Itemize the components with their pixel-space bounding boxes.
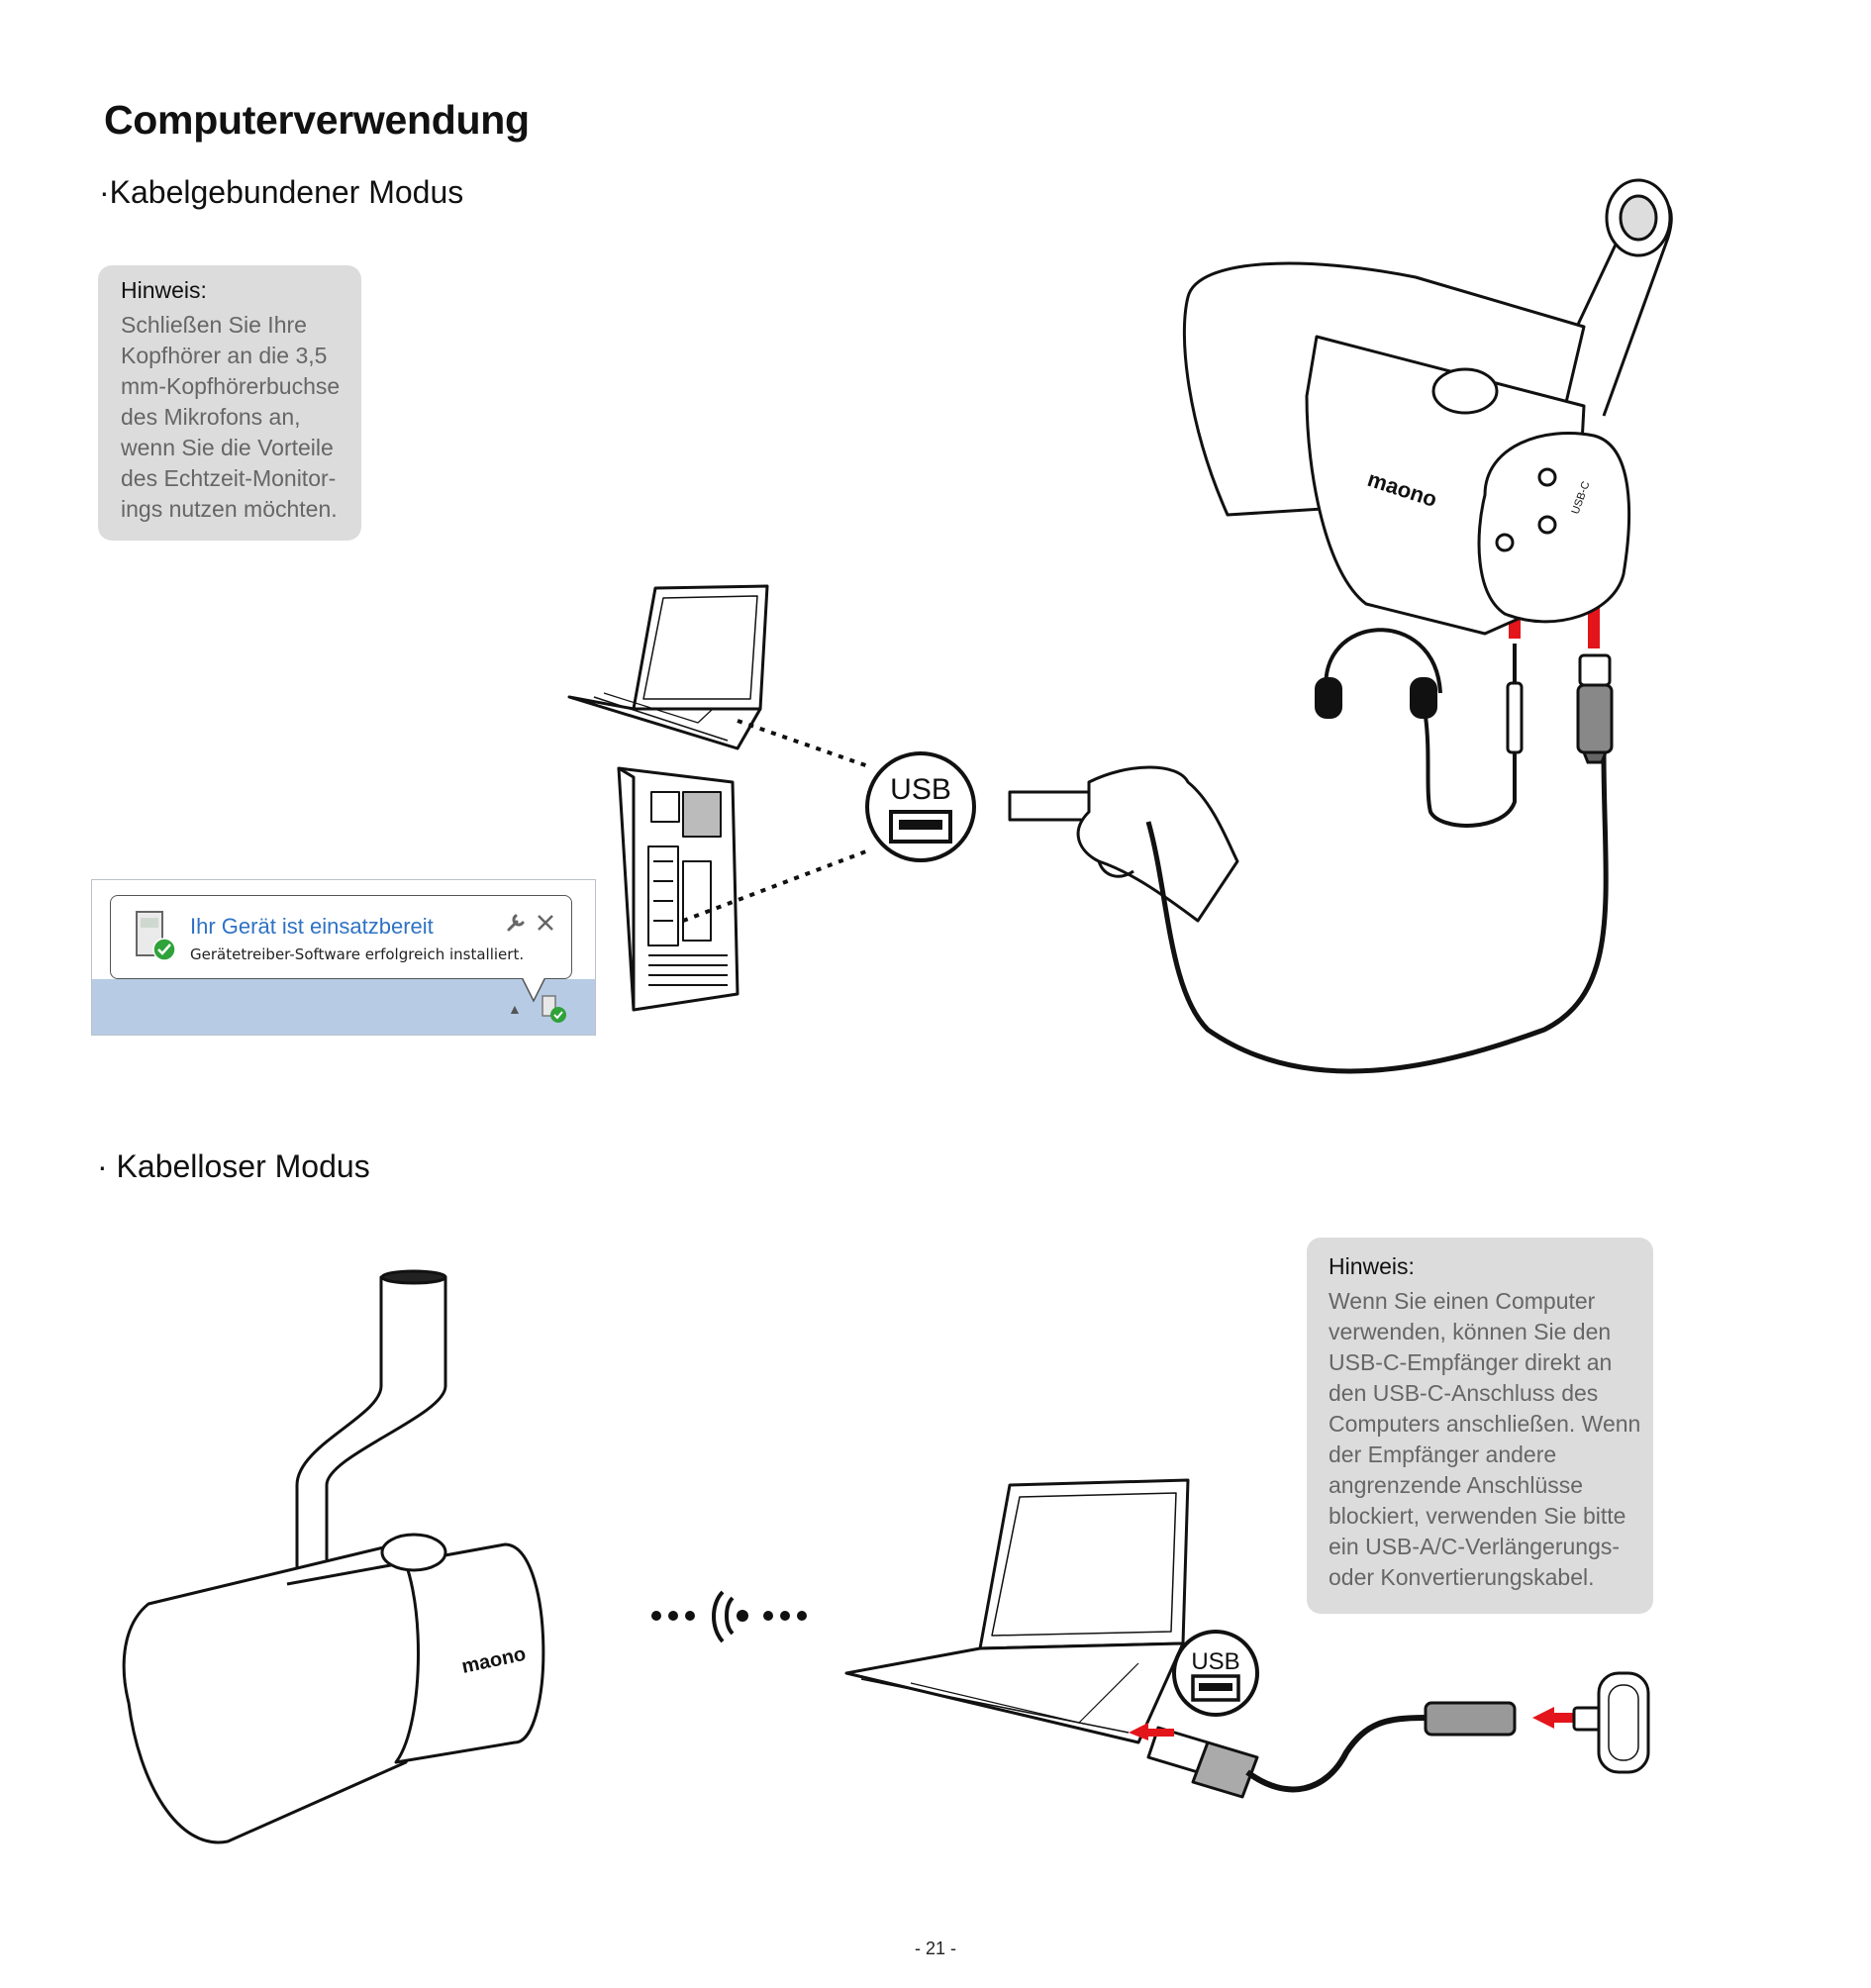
notification-balloon[interactable]: Ihr Gerät ist einsatzbereit Gerätetreibe… bbox=[110, 895, 572, 979]
usb-c-connector-illustration bbox=[1576, 653, 1614, 764]
headphones-illustration bbox=[1315, 628, 1517, 828]
usb-c-plug-bottom bbox=[1424, 1701, 1517, 1737]
laptop-bottom-illustration bbox=[844, 1478, 1190, 1744]
usb-badge-bottom-label: USB bbox=[1191, 1648, 1239, 1675]
note-title: Hinweis: bbox=[121, 277, 207, 303]
jack-plug-illustration bbox=[1506, 644, 1524, 754]
red-arrows-wireless bbox=[1129, 1707, 1584, 1740]
note-title: Hinweis: bbox=[1329, 1253, 1415, 1279]
device-ready-icon bbox=[136, 911, 176, 961]
laptop-illustration bbox=[567, 584, 769, 750]
hand-illustration bbox=[1076, 765, 1239, 923]
microphone-wired-illustration bbox=[1182, 178, 1673, 636]
note-body: Schließen Sie Ihre Kopfhörer an die 3,5 … bbox=[121, 312, 341, 522]
usb-cable bbox=[1145, 751, 1609, 1074]
usb-badge bbox=[865, 751, 976, 862]
page-title: Computerverwendung bbox=[104, 97, 530, 143]
desktop-tower-illustration bbox=[617, 766, 739, 1012]
wireless-signal-icon bbox=[651, 1590, 807, 1643]
usb-badge-bottom bbox=[1172, 1630, 1259, 1717]
note-box-wireless: Hinweis: Wenn Sie einen Computer verwend… bbox=[1307, 1238, 1653, 1614]
balloon-pointer bbox=[520, 975, 547, 1003]
close-icon[interactable] bbox=[535, 912, 556, 934]
section-heading-wired: ·Kabelgebundener Modus bbox=[99, 174, 464, 210]
wireless-cable bbox=[1245, 1715, 1427, 1793]
notification-subtitle: Gerätetreiber-Software erfolgreich insta… bbox=[190, 945, 525, 963]
usb-adapter-illustration bbox=[1146, 1726, 1259, 1799]
page-number: - 21 - bbox=[914, 1938, 956, 1958]
usb-badge-label: USB bbox=[890, 773, 951, 806]
wrench-icon[interactable] bbox=[505, 912, 527, 934]
device-tray-icon[interactable] bbox=[540, 995, 569, 1025]
notification-title: Ihr Gerät ist einsatzbereit bbox=[190, 914, 434, 939]
device-ready-notification-panel: ▲ Ihr Gerät ist einsatzbereit Gerätetrei… bbox=[91, 879, 596, 1036]
note-box-wired: Hinweis: Schließen Sie Ihre Kopfhörer an… bbox=[98, 265, 361, 541]
section-heading-wireless: · Kabelloser Modus bbox=[97, 1148, 370, 1184]
microphone-wireless-illustration bbox=[122, 1269, 545, 1844]
usb-c-receiver-illustration bbox=[1572, 1671, 1650, 1774]
note-body: Wenn Sie einen Computer verwenden, könne… bbox=[1329, 1288, 1641, 1590]
chevron-up-icon[interactable]: ▲ bbox=[508, 1001, 522, 1017]
taskbar: ▲ bbox=[92, 979, 595, 1035]
